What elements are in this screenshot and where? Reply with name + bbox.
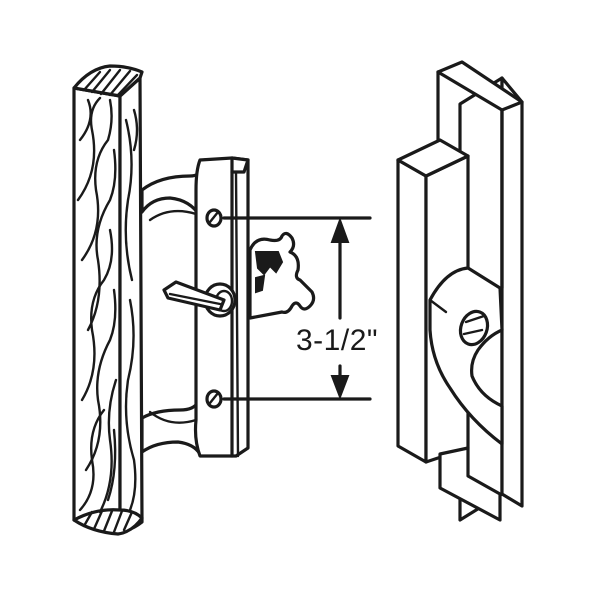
screw-hole-top <box>205 208 223 228</box>
latch-hook <box>248 231 316 320</box>
keeper <box>396 60 524 522</box>
dimension-callout <box>222 216 372 401</box>
dimension-label: 3-1/2" <box>296 324 379 357</box>
thumb-latch-lever <box>162 280 237 318</box>
wood-handle <box>72 64 144 536</box>
end-grain-hatch-top <box>82 68 139 97</box>
wood-grain <box>76 96 139 514</box>
screw-hole-bottom <box>205 389 223 409</box>
end-grain-hatch-bottom <box>82 509 134 534</box>
